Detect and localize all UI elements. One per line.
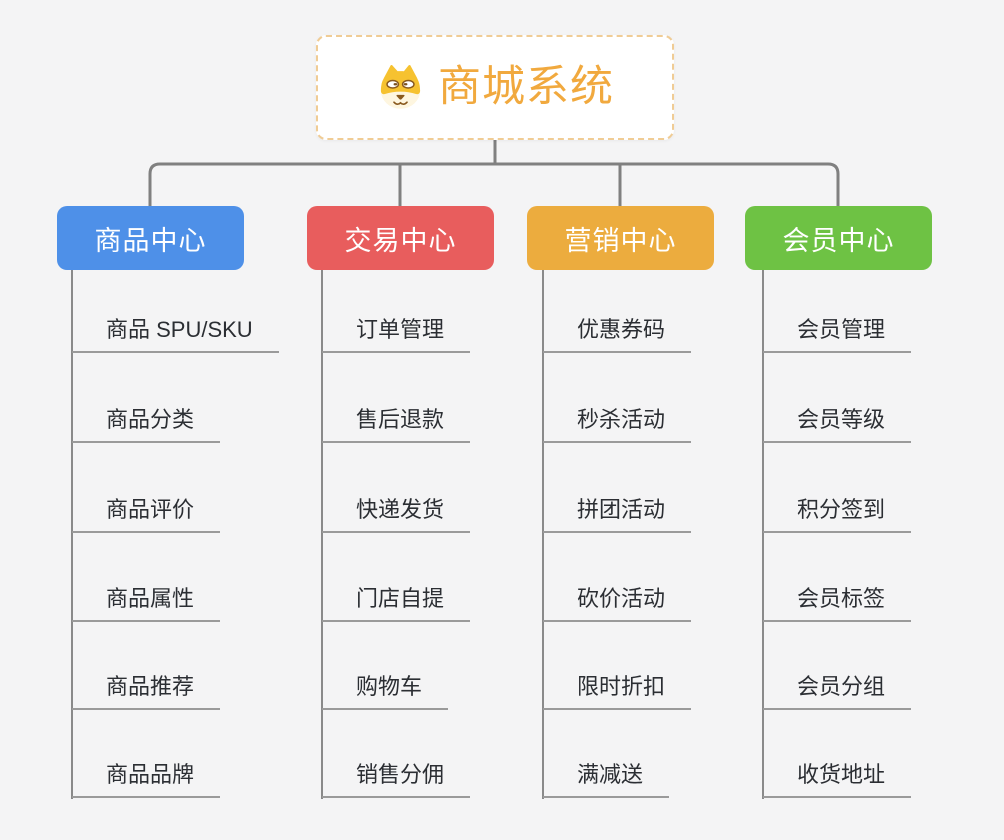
leaf-node[interactable]: 拼团活动: [543, 443, 692, 533]
leaf-node[interactable]: 满减送: [543, 710, 670, 798]
branch-node[interactable]: 交易中心: [307, 206, 494, 270]
leaf-node[interactable]: 会员管理: [763, 270, 912, 353]
leaf-node[interactable]: 销售分佣: [322, 710, 471, 798]
leaf-node[interactable]: 商品评价: [72, 443, 221, 533]
leaf-node[interactable]: 砍价活动: [543, 533, 692, 622]
leaf-node[interactable]: 商品分类: [72, 353, 221, 443]
branch-node[interactable]: 商品中心: [57, 206, 244, 270]
leaf-node[interactable]: 会员标签: [763, 533, 912, 622]
leaf-node[interactable]: 限时折扣: [543, 622, 692, 710]
shiba-dog-icon: [380, 65, 421, 109]
leaf-node[interactable]: 门店自提: [322, 533, 471, 622]
branch-children: 会员管理会员等级积分签到会员标签会员分组收货地址: [763, 270, 912, 798]
root-title: 商城系统: [438, 63, 614, 111]
leaf-node[interactable]: 商品品牌: [72, 710, 221, 798]
leaf-node[interactable]: 售后退款: [322, 353, 471, 443]
leaf-node[interactable]: 会员分组: [763, 622, 912, 710]
branch-node[interactable]: 营销中心: [527, 206, 714, 270]
leaf-node[interactable]: 快递发货: [322, 443, 471, 533]
leaf-node[interactable]: 积分签到: [763, 443, 912, 533]
leaf-node[interactable]: 订单管理: [322, 270, 471, 353]
branch-children: 订单管理售后退款快递发货门店自提购物车销售分佣: [322, 270, 471, 798]
leaf-node[interactable]: 商品属性: [72, 533, 221, 622]
leaf-node[interactable]: 秒杀活动: [543, 353, 692, 443]
branch-node[interactable]: 会员中心: [745, 206, 932, 270]
leaf-node[interactable]: 优惠券码: [543, 270, 692, 353]
branch-children: 优惠券码秒杀活动拼团活动砍价活动限时折扣满减送: [543, 270, 692, 798]
leaf-node[interactable]: 商品 SPU/SKU: [72, 270, 279, 353]
leaf-node[interactable]: 购物车: [322, 622, 449, 710]
leaf-node[interactable]: 商品推荐: [72, 622, 221, 710]
root-node[interactable]: 商城系统: [316, 35, 674, 140]
leaf-node[interactable]: 收货地址: [763, 710, 912, 798]
leaf-node[interactable]: 会员等级: [763, 353, 912, 443]
